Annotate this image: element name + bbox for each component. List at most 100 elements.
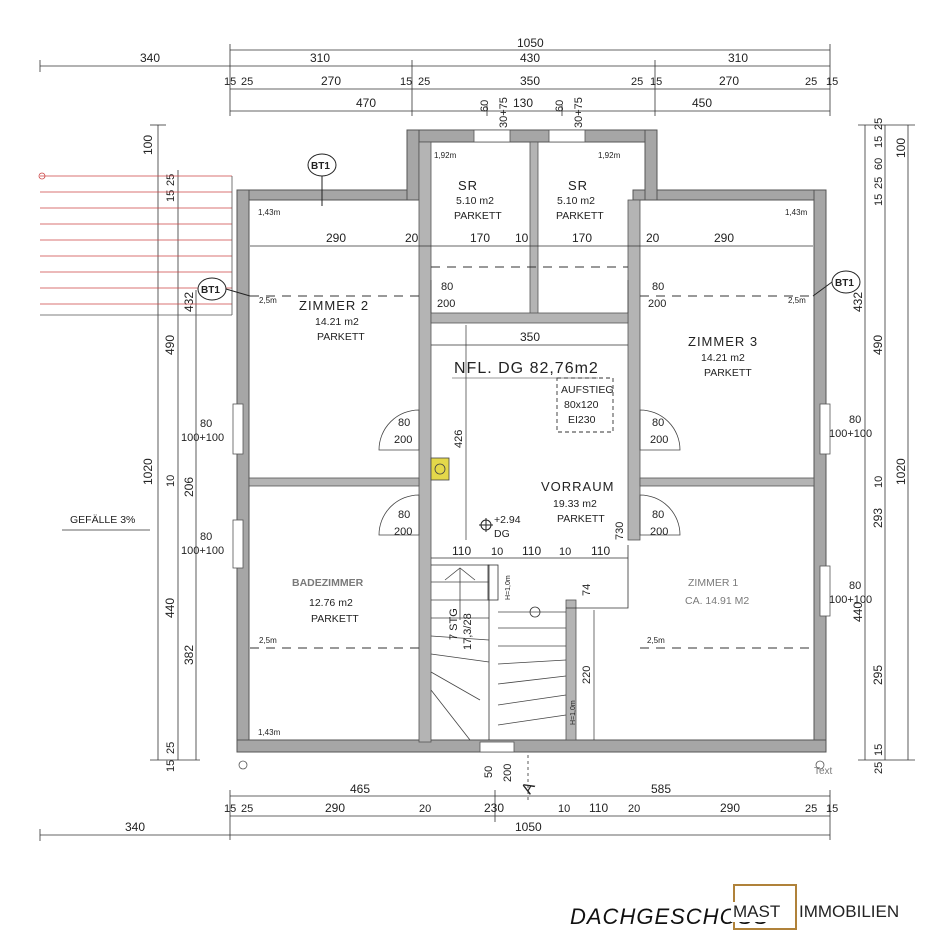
door-br-80: 80 <box>652 509 664 521</box>
height-bad-dash: 2,5m <box>259 636 277 645</box>
dim-right-100: 100 <box>894 138 908 158</box>
dim-int-170b: 170 <box>572 231 592 245</box>
dim-int-290b: 290 <box>714 231 734 245</box>
height-bad-bottom: 1,43m <box>258 728 281 737</box>
dim-left-15: 15 <box>165 190 177 202</box>
win-r2-100: 100+100 <box>829 594 872 606</box>
win-r1-100: 100+100 <box>829 428 872 440</box>
level-sub: DG <box>494 528 510 540</box>
stair-opening-outline <box>431 545 629 740</box>
dim-left-1020: 1020 <box>141 458 155 485</box>
dimension-lines-top <box>39 44 831 116</box>
height-z3-top: 1,43m <box>785 208 808 217</box>
net-floor-area: NFL. DG 82,76m2 <box>454 360 599 377</box>
dim-low-110c: 110 <box>591 544 610 558</box>
dim-top-350: 350 <box>520 74 540 88</box>
dim-right-490: 490 <box>871 335 885 355</box>
room-zimmer3-floor: PARKETT <box>704 367 752 379</box>
dim-right-295: 295 <box>871 665 885 685</box>
dimension-lines-bottom <box>39 790 831 841</box>
dim-top-310b: 310 <box>728 51 748 65</box>
door-bl-200: 200 <box>394 526 412 538</box>
dim-top-15a: 15 <box>224 76 236 88</box>
level-value: +2.94 <box>494 514 521 526</box>
height-stair-2: H=1,0m <box>570 700 577 725</box>
staircase <box>430 567 567 741</box>
dim-low-110b: 110 <box>522 544 541 558</box>
win-r1-80: 80 <box>849 414 861 426</box>
dim-right-25c: 25 <box>873 762 885 774</box>
room-sr2-name: SR <box>568 178 588 193</box>
dim-low-110a: 110 <box>452 544 471 558</box>
terrace-railing <box>38 172 233 316</box>
win-l1-80: 80 <box>200 418 212 430</box>
dim-top-25d: 25 <box>805 76 817 88</box>
chimney-marker <box>430 457 450 481</box>
room-zimmer2-floor: PARKETT <box>317 331 365 343</box>
company-logo: MAST IMMOBILIEN <box>731 884 950 930</box>
dimension-lines-left <box>150 124 200 761</box>
dim-bottom-15b: 15 <box>826 803 838 815</box>
dim-bottom-10: 10 <box>558 803 570 815</box>
win-l2-100: 100+100 <box>181 545 224 557</box>
height-stair-1: H=1,0m <box>505 575 512 600</box>
dim-bottom-340: 340 <box>125 820 145 834</box>
room-sr2-floor: PARKETT <box>556 210 604 222</box>
dim-v-220: 220 <box>581 666 593 684</box>
room-sr1-name: SR <box>458 178 478 193</box>
dim-top-25b: 25 <box>418 76 430 88</box>
height-z2-dash: 2,5m <box>259 296 277 305</box>
dim-bottom-585: 585 <box>651 782 671 796</box>
height-z2-top: 1,43m <box>258 208 281 217</box>
dim-top-430: 430 <box>520 51 540 65</box>
room-vorraum-area: 19.33 m2 <box>553 498 597 510</box>
dim-right-15b: 15 <box>873 194 885 206</box>
dim-window-200: 200 <box>502 764 514 782</box>
dim-top-130: 130 <box>513 96 533 110</box>
win-l2-80: 80 <box>200 531 212 543</box>
dim-right-60: 60 <box>873 158 885 170</box>
door-zl-80: 80 <box>398 417 410 429</box>
hatch-label-2: 80x120 <box>564 399 599 411</box>
dim-top-310a: 310 <box>310 51 330 65</box>
height-sr2: 1,92m <box>598 151 621 160</box>
dim-left-10: 10 <box>165 475 177 487</box>
grid-marker-left <box>238 760 248 770</box>
logo-mast-text: MAST <box>731 902 783 922</box>
dim-top-270b: 270 <box>719 74 739 88</box>
dim-left-206: 206 <box>182 477 196 497</box>
dim-bottom-20a: 20 <box>419 803 431 815</box>
room-zimmer2-area: 14.21 m2 <box>315 316 359 328</box>
dim-top-270a: 270 <box>321 74 341 88</box>
dim-top-450: 450 <box>692 96 712 110</box>
dim-top-340: 340 <box>140 51 160 65</box>
room-zimmer1-area: CA. 14.91 M2 <box>685 595 749 607</box>
door-z2-200: 200 <box>437 298 455 310</box>
dim-right-1020: 1020 <box>894 458 908 485</box>
room-vorraum-floor: PARKETT <box>557 513 605 525</box>
hatch-label-3: EI230 <box>568 414 596 426</box>
dim-top-15b: 15 <box>400 76 412 88</box>
dim-low-10b: 10 <box>559 546 571 558</box>
door-zr-200: 200 <box>650 434 668 446</box>
dim-bottom-110: 110 <box>589 801 608 815</box>
dim-right-25: 25 <box>873 118 885 130</box>
dim-top-15c: 15 <box>650 76 662 88</box>
dim-left-432: 432 <box>182 292 196 312</box>
dim-bottom-20b: 20 <box>628 803 640 815</box>
dim-bottom-15a: 15 <box>224 803 236 815</box>
inner-walls <box>248 141 815 743</box>
dim-right-293: 293 <box>871 508 885 528</box>
dim-window-60b: 60 <box>554 100 566 112</box>
dim-top-25c: 25 <box>631 76 643 88</box>
dim-left-25: 25 <box>165 174 177 186</box>
chimney-marker-ring <box>434 463 446 475</box>
section-marker-a: A <box>519 779 539 797</box>
bt1-label-left: BT1 <box>201 285 220 296</box>
win-l1-100: 100+100 <box>181 432 224 444</box>
dim-right-15: 15 <box>873 136 885 148</box>
room-bad-name: BADEZIMMER <box>292 577 364 589</box>
win-r2-80: 80 <box>849 580 861 592</box>
height-sr1: 1,92m <box>434 151 457 160</box>
